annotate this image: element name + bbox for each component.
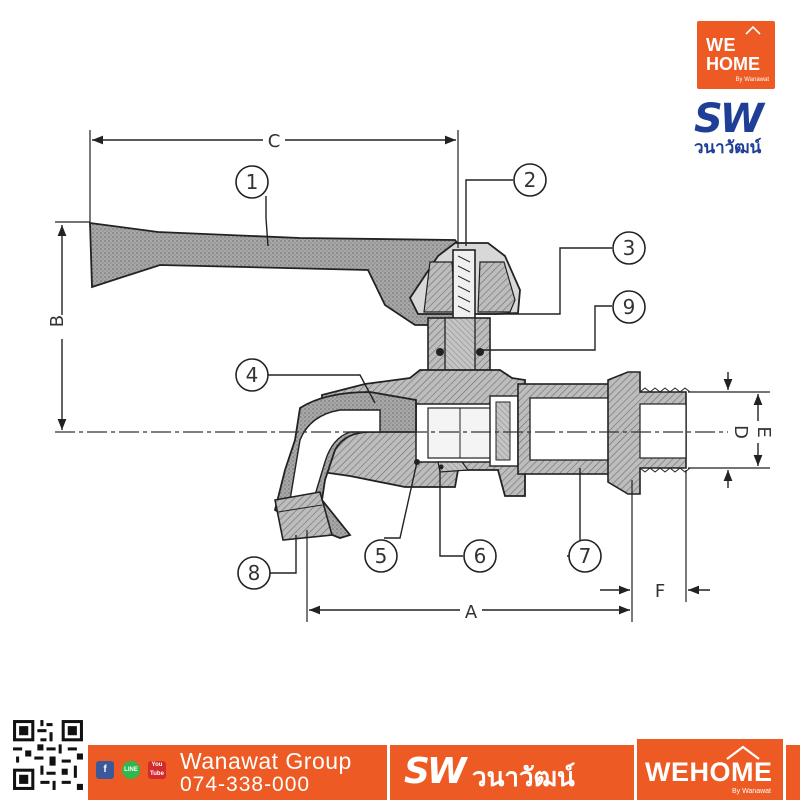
qr-code-icon[interactable]: [10, 717, 86, 793]
dim-d-label: D: [730, 425, 751, 439]
footer-sw-mark: SW: [404, 751, 467, 792]
facebook-icon[interactable]: f: [96, 761, 114, 779]
youtube-you: You: [151, 762, 163, 768]
callout-2: 2: [524, 168, 537, 192]
footer-wehome-by: By Wanawat: [731, 788, 771, 795]
outlet-nozzle: [274, 491, 334, 541]
footer: f LINE You Tube Wanawat Group 074-338-00…: [0, 717, 800, 800]
callout-4: 4: [246, 363, 259, 387]
callout-5: 5: [375, 544, 388, 568]
footer-wehome-logo: WEHOME By Wanawat: [634, 736, 786, 800]
dim-a-label: A: [465, 602, 478, 623]
youtube-tube: Tube: [150, 771, 164, 777]
wehome-we-text: WE: [706, 35, 736, 55]
dim-c-label: C: [268, 131, 281, 152]
handle-lever: [89, 221, 471, 326]
callout-1: 1: [246, 170, 259, 194]
sw-thai-name: วนาวัฒน์: [694, 138, 762, 158]
callout-6: 6: [474, 544, 487, 568]
dim-f-label: F: [655, 581, 665, 602]
dim-b-label: B: [47, 315, 68, 327]
footer-sw-thai-name: วนาวัฒน์: [472, 763, 575, 793]
sw-mark: SW: [694, 96, 764, 142]
wehome-by-text: By Wanawat: [735, 77, 769, 83]
wehome-home-text: HOME: [706, 54, 760, 74]
callout-7: 7: [579, 544, 592, 568]
dim-e-label: E: [753, 426, 774, 437]
house-roof-icon: [745, 25, 761, 35]
callout-8: 8: [248, 561, 261, 585]
line-icon[interactable]: LINE: [122, 761, 140, 779]
sw-logo: SW วนาวัฒน์: [692, 96, 782, 158]
phone-number[interactable]: 074-338-000: [180, 773, 311, 796]
youtube-icon[interactable]: You Tube: [148, 761, 166, 779]
footer-wehome-text: WEHOME: [645, 757, 773, 787]
house-roof-icon: [726, 745, 760, 760]
group-name: Wanawat Group: [180, 748, 352, 774]
footer-divider: [387, 745, 390, 800]
wehome-logo: WE HOME By Wanawat: [697, 21, 775, 89]
callout-3: 3: [623, 236, 636, 260]
callout-9: 9: [623, 295, 636, 319]
